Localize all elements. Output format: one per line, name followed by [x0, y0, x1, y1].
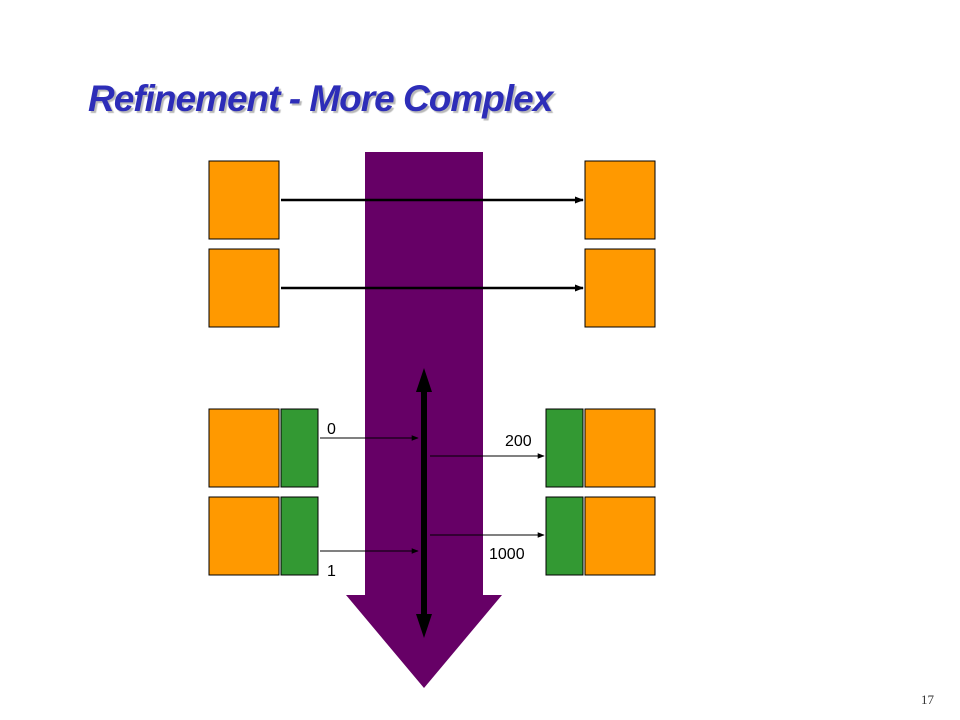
- orange-box-right-2: [584, 248, 656, 328]
- vertical-arrow-head-down: [416, 614, 432, 638]
- slide-title: Refinement - More Complex: [88, 78, 553, 119]
- label-bottom-left: 1: [327, 563, 336, 580]
- green-box-left-1: [280, 408, 319, 488]
- orange-box-left-2: [208, 248, 280, 328]
- green-box-right-2: [545, 496, 584, 576]
- orange-box-right-3: [584, 408, 656, 488]
- label-bottom-right: 1000: [489, 546, 525, 563]
- green-box-left-2: [280, 496, 319, 576]
- orange-box-right-4: [584, 496, 656, 576]
- orange-box-left-1: [208, 160, 280, 240]
- orange-box-left-4: [208, 496, 280, 576]
- green-box-right-1: [545, 408, 584, 488]
- orange-box-right-1: [584, 160, 656, 240]
- orange-box-left-3: [208, 408, 280, 488]
- label-top-left: 0: [327, 421, 336, 438]
- slide-number: 17: [921, 692, 934, 707]
- vertical-arrow-head-up: [416, 368, 432, 392]
- label-top-right: 200: [505, 433, 532, 450]
